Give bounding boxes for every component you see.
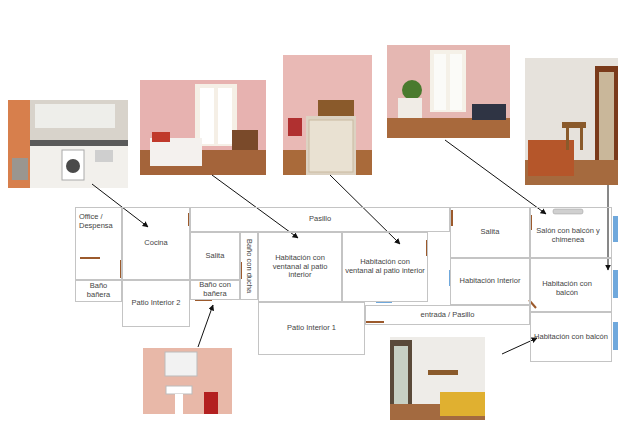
- bedroom-photo-part: [318, 100, 354, 116]
- bedroom-photo-part: [150, 138, 202, 166]
- bedroom-photo: [525, 58, 618, 185]
- bathroom-photo-part: [143, 348, 232, 414]
- room-box: Habitación Interior: [450, 258, 530, 305]
- doors-part: [366, 321, 384, 323]
- windows-part: [613, 216, 618, 242]
- room-box: Salita: [450, 207, 530, 258]
- room-box: Habitación con ventanal al patio interio…: [342, 232, 428, 302]
- bedroom-photo: [140, 80, 266, 175]
- bedroom-photo-part: [152, 132, 170, 142]
- bedroom-photo-part: [200, 88, 214, 144]
- living-room-photo-part: [450, 54, 462, 110]
- room-label: Pasillo: [309, 215, 331, 224]
- living-room-photo-part: [387, 45, 510, 138]
- kitchen-photo-part: [95, 150, 113, 162]
- room-label: Baño con ducha: [245, 234, 254, 298]
- leader-arrows-part: [502, 338, 537, 354]
- room-box: Habitación con ventanal al patio interio…: [258, 232, 342, 302]
- bedroom-photo-part: [306, 116, 356, 175]
- room-label: Habitación Interior: [460, 277, 521, 286]
- room-label: Patio Interior 1: [287, 324, 336, 333]
- room-label: Habitación con balcón: [534, 333, 608, 342]
- room-label: entrada / Pasillo: [421, 311, 475, 320]
- room-label: Habitación con balcón: [533, 280, 601, 297]
- bedroom-photo: [283, 55, 372, 175]
- room-box: Baño bañera: [75, 280, 122, 302]
- bedroom-photo-part: [599, 72, 614, 170]
- leader-arrows-part: [445, 140, 546, 214]
- room-label: Salita: [481, 228, 500, 237]
- kitchen-photo-part: [12, 158, 28, 180]
- bedroom-photo-part: [283, 55, 372, 175]
- windows: [140, 216, 618, 350]
- living-room-photo: [387, 45, 510, 138]
- kitchen-photo-part: [30, 140, 128, 146]
- room-box: Patio Interior 1: [258, 302, 365, 355]
- room-box: Baño con ducha: [240, 232, 258, 300]
- room-box: Office / Despensa: [75, 207, 122, 280]
- room-label: Salita: [206, 252, 225, 261]
- kitchen-photo-part: [35, 104, 115, 128]
- room-label: Office / Despensa: [79, 213, 118, 230]
- bedroom-photo: [390, 337, 485, 420]
- room-label: Cocina: [144, 239, 167, 248]
- bathroom-photo-part: [165, 352, 197, 376]
- room-box: Pasillo: [190, 207, 450, 232]
- room-box: Salita: [190, 232, 240, 280]
- bedroom-photo-part: [566, 128, 569, 150]
- room-label: Habitación con ventanal al patio interio…: [261, 254, 339, 280]
- room-label: Habitación con ventanal al patio interio…: [345, 258, 425, 275]
- living-room-photo-part: [472, 104, 506, 120]
- kitchen-photo-part: [62, 150, 84, 180]
- room-label: Baño con bañera: [193, 281, 237, 298]
- room-box: Salón con balcón y chimenea: [530, 207, 612, 258]
- bedroom-photo-part: [232, 130, 258, 150]
- bedroom-photo-part: [309, 120, 353, 172]
- room-box: Habitación con balcón: [530, 258, 612, 312]
- bedroom-photo-part: [390, 340, 412, 414]
- bathroom-photo-part: [175, 394, 183, 414]
- kitchen-photo-part: [66, 159, 80, 173]
- bedroom-photo-part: [195, 84, 237, 146]
- bedroom-photo-part: [140, 80, 266, 175]
- bedroom-photo-part: [428, 370, 458, 375]
- doors-part: [451, 210, 453, 226]
- kitchen-photo-part: [8, 100, 30, 188]
- bedroom-photo-part: [288, 118, 302, 136]
- room-box: Cocina: [122, 207, 190, 280]
- bedroom-photo-part: [218, 88, 232, 144]
- living-room-photo-part: [434, 54, 446, 110]
- bathroom-photo-part: [204, 392, 218, 414]
- bedroom-photo-part: [440, 392, 485, 416]
- room-box: Habitación con balcón: [530, 312, 612, 362]
- room-box: Baño con bañera: [190, 280, 240, 300]
- bathroom-photo-part: [166, 386, 192, 394]
- bedroom-photo-part: [580, 128, 583, 150]
- room-label: Baño bañera: [78, 282, 119, 299]
- bedroom-photo-part: [394, 346, 408, 408]
- room-box: Patio Interior 2: [122, 280, 190, 327]
- bathroom-photo: [143, 348, 232, 414]
- room-label: Salón con balcón y chimenea: [533, 227, 603, 244]
- living-room-photo-part: [387, 118, 510, 138]
- bedroom-photo-part: [562, 122, 586, 128]
- bedroom-photo-part: [390, 337, 485, 420]
- living-room-photo-part: [430, 50, 466, 112]
- room-box: entrada / Pasillo: [365, 305, 530, 325]
- kitchen-photo: [8, 100, 128, 188]
- doors-part: [80, 257, 100, 259]
- fireplace-symbol: [553, 209, 583, 214]
- bedroom-photo-part: [525, 58, 618, 185]
- leader-arrows-part: [330, 175, 400, 244]
- kitchen-photo-part: [30, 146, 128, 188]
- kitchen-photo-part: [8, 100, 128, 188]
- windows-part: [613, 322, 618, 350]
- room-label: Patio Interior 2: [132, 299, 181, 308]
- windows-part: [613, 270, 618, 298]
- bedroom-photo-part: [595, 66, 618, 176]
- living-room-photo-part: [402, 80, 422, 100]
- leader-arrows-part: [198, 305, 213, 347]
